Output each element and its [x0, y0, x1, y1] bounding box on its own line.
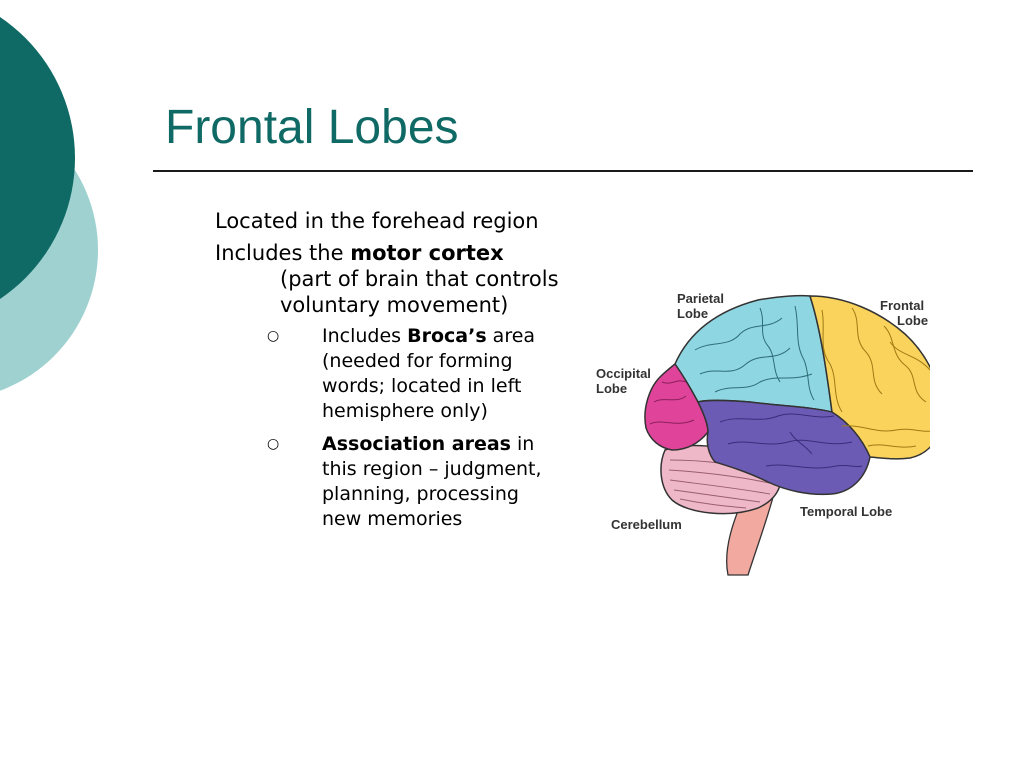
parietal-folds [694, 305, 815, 401]
bullet-location-text: Located in the forehead region [215, 209, 539, 233]
label-occipital-line2: Lobe [596, 381, 627, 396]
label-occipital-line1: Occipital [596, 366, 651, 381]
sub-association-bold: Association areas [322, 433, 511, 455]
label-parietal-line2: Lobe [677, 306, 708, 321]
hollow-circle-bullet-icon: ○ [267, 436, 280, 452]
brain-svg: Parietal Lobe Frontal Lobe Occipital Lob… [596, 291, 930, 576]
bullet-motor-prefix: Includes the [215, 241, 351, 265]
decorative-circles [0, 0, 120, 420]
label-frontal-line2: Lobe [897, 313, 928, 328]
occipital-folds [649, 380, 695, 425]
sub-brocas-bold: Broca’s [407, 325, 487, 347]
label-temporal: Temporal Lobe [800, 504, 892, 519]
title-divider [153, 170, 973, 172]
sub-association-suffix: in this region – judgment, planning, pro… [322, 433, 542, 530]
sub-bullet-association: ○ Association areas in this region – judg… [267, 432, 560, 532]
label-cerebellum: Cerebellum [611, 517, 682, 532]
label-frontal-line1: Frontal [880, 298, 924, 313]
brain-diagram: Parietal Lobe Frontal Lobe Occipital Lob… [590, 282, 930, 582]
slide-title: Frontal Lobes [165, 101, 459, 154]
temporal-lobe [696, 399, 871, 496]
hollow-circle-bullet-icon: ○ [267, 328, 280, 344]
slide-body: Located in the forehead region Includes … [215, 208, 560, 540]
bullet-location: Located in the forehead region [215, 208, 560, 234]
sub-bullet-brocas: ○ Includes Broca’s area (needed for formi… [267, 324, 560, 424]
sub-brocas-suffix: area (needed for forming words; located … [322, 325, 536, 422]
frontal-folds [821, 307, 930, 448]
sub-brocas-prefix: Includes [322, 325, 408, 347]
label-parietal-line1: Parietal [677, 291, 724, 306]
temporal-folds [719, 413, 863, 469]
bullet-motor-cortex: Includes the motor cortex (part of brain… [215, 240, 560, 318]
bullet-motor-bold: motor cortex [350, 241, 504, 265]
bullet-motor-suffix: (part of brain that controls voluntary m… [280, 267, 559, 317]
